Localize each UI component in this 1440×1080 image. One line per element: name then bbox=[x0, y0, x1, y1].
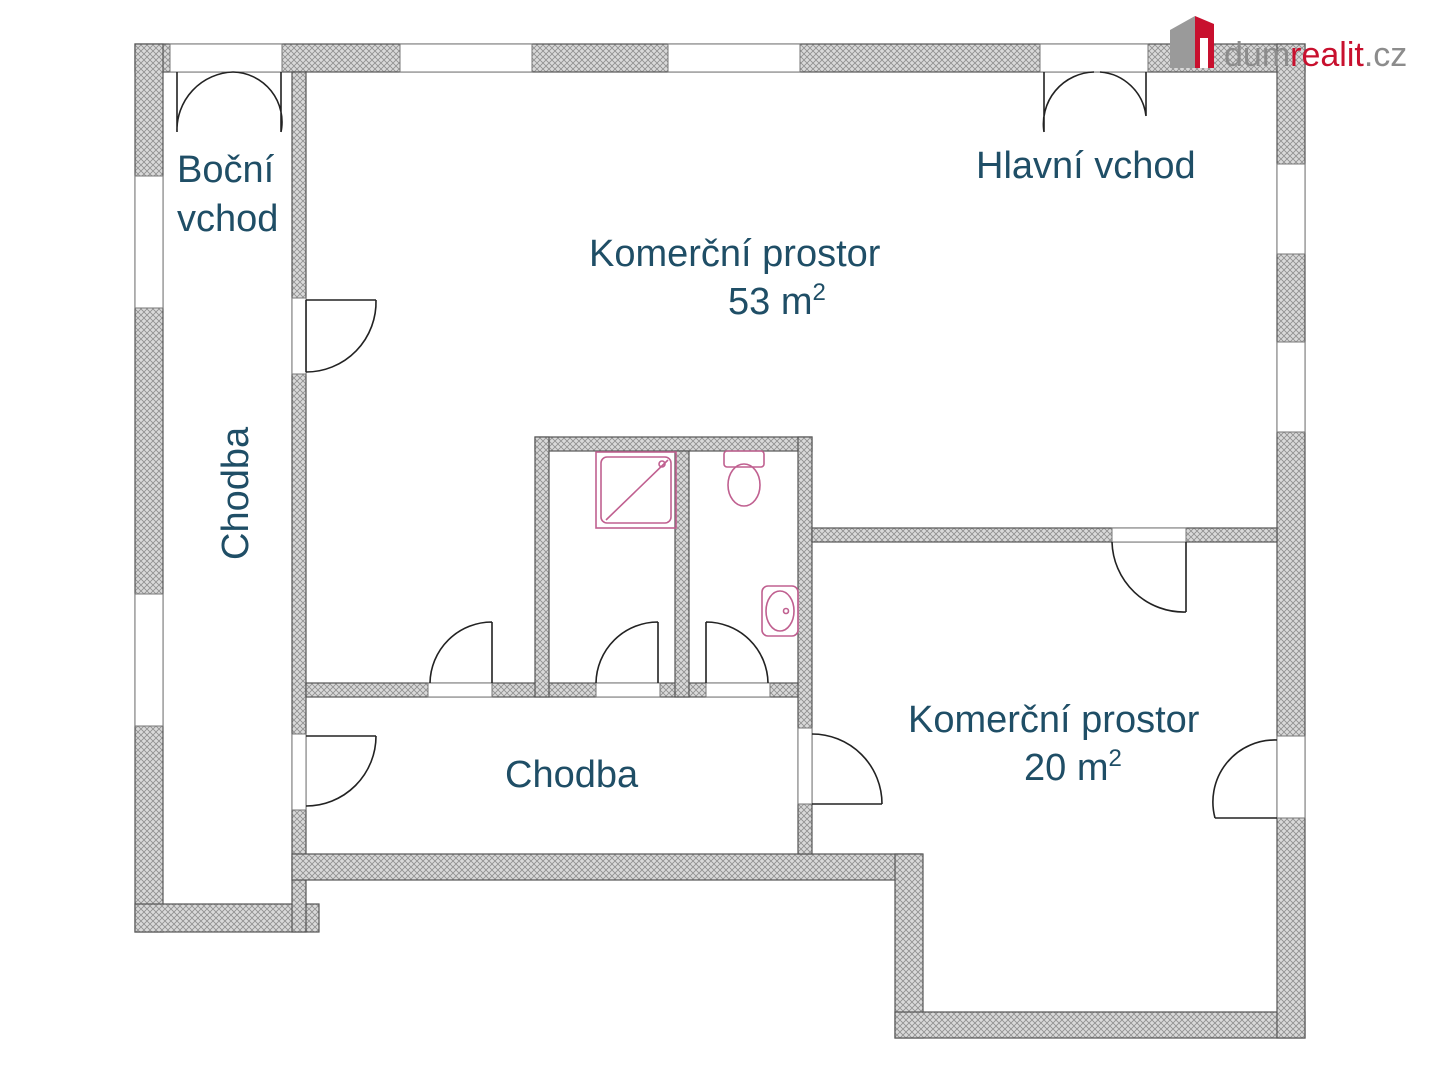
logo-part-dum: dum bbox=[1224, 36, 1290, 74]
opening-bottom-door-3 bbox=[705, 682, 771, 698]
wall-bath-top bbox=[534, 436, 813, 452]
opening-small-room-door bbox=[797, 727, 813, 805]
commercial-large-area-sup: 2 bbox=[812, 279, 825, 306]
window-top-1 bbox=[399, 43, 533, 73]
wall-lower bbox=[291, 853, 923, 881]
window-right-1 bbox=[1276, 163, 1306, 255]
opening-right-door bbox=[1276, 735, 1306, 819]
logo[interactable]: dumrealit.cz bbox=[1170, 16, 1407, 74]
window-left-1 bbox=[134, 175, 164, 309]
label-side-entrance-line1: Boční bbox=[177, 149, 275, 191]
logo-part-cz: .cz bbox=[1364, 36, 1407, 74]
logo-text: dumrealit.cz bbox=[1224, 36, 1407, 74]
label-main-entrance: Hlavní vchod bbox=[976, 145, 1196, 187]
opening-main-entrance bbox=[1039, 43, 1149, 73]
window-left-2 bbox=[134, 593, 164, 727]
window-top-2 bbox=[667, 43, 801, 73]
opening-bottom-door-2 bbox=[595, 682, 661, 698]
label-side-entrance-line2: vchod bbox=[177, 198, 278, 240]
label-corridor-vertical: Chodba bbox=[215, 426, 257, 560]
logo-house-icon bbox=[1170, 16, 1214, 68]
window-right-2 bbox=[1276, 341, 1306, 433]
wall-bath-mid bbox=[674, 450, 690, 698]
wall-lower-right-column bbox=[894, 853, 924, 1039]
label-commercial-small-area: 20 m2 bbox=[1024, 745, 1122, 789]
commercial-small-area-value: 20 m bbox=[1024, 747, 1108, 789]
door-swing-icon bbox=[176, 71, 1278, 819]
wall-bath-left bbox=[534, 436, 550, 698]
label-commercial-small-name: Komerční prostor bbox=[908, 699, 1200, 741]
opening-side-entrance bbox=[169, 43, 283, 73]
wall-between-rooms bbox=[811, 527, 1278, 543]
label-commercial-large-name: Komerční prostor bbox=[589, 233, 881, 275]
wall-bottom-left bbox=[134, 903, 320, 933]
commercial-large-area-value: 53 m bbox=[728, 281, 812, 323]
toilet-icon bbox=[723, 450, 765, 507]
label-corridor-horizontal: Chodba bbox=[505, 754, 639, 796]
opening-bottom-door-1 bbox=[427, 682, 493, 698]
commercial-small-area-sup: 2 bbox=[1108, 745, 1121, 772]
logo-part-realit: realit bbox=[1290, 36, 1364, 74]
opening-between-door bbox=[1111, 527, 1187, 543]
shower-icon bbox=[595, 451, 677, 529]
openings bbox=[134, 43, 1306, 819]
opening-corridor-door-1 bbox=[291, 297, 307, 375]
opening-corridor-door-2 bbox=[291, 733, 307, 811]
wall-corridor bbox=[291, 71, 307, 933]
wall-bottom-right bbox=[894, 1011, 1306, 1039]
sink-icon bbox=[761, 585, 799, 637]
label-commercial-large-area: 53 m2 bbox=[728, 279, 826, 323]
